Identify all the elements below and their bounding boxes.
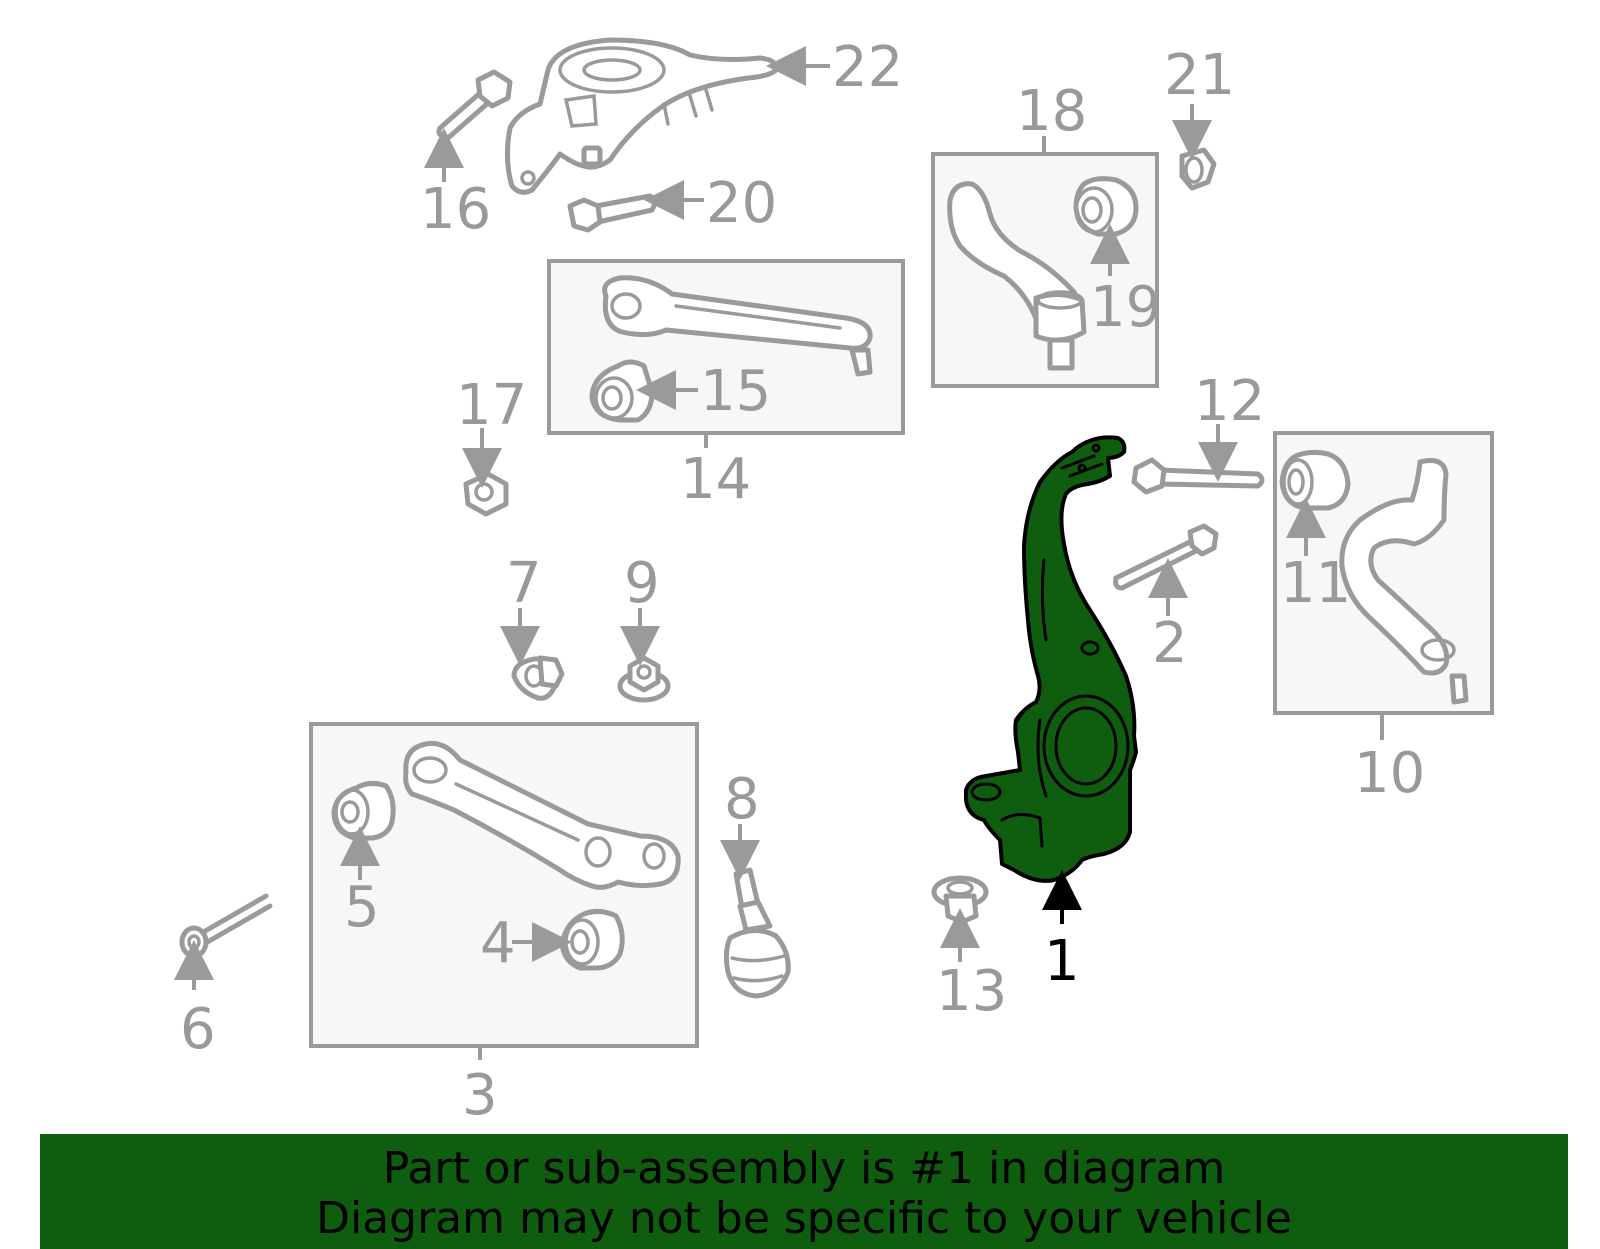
part-9-nut[interactable] [617,655,671,703]
callout-20: 20 [706,171,777,236]
part-8-ball-joint[interactable] [723,867,791,999]
part-3-arm[interactable] [403,740,681,890]
callout-19: 19 [1090,275,1161,340]
banner-line-1: Part or sub-assembly is #1 in diagram [382,1143,1226,1194]
callout-15: 15 [700,359,771,424]
callout-9: 9 [624,551,660,616]
callout-21: 21 [1164,43,1235,108]
part-6-bolt[interactable] [179,893,273,959]
callout-14: 14 [680,447,751,512]
callout-22: 22 [832,35,903,100]
callout-18: 18 [1016,79,1087,144]
part-16-bolt[interactable] [436,69,513,141]
part-20-bolt[interactable] [567,193,658,233]
part-11-bushing[interactable] [1279,449,1351,511]
part-1-knuckle[interactable] [964,435,1138,883]
callout-2: 2 [1152,611,1188,676]
info-banner: Part or sub-assembly is #1 in diagram Di… [40,1134,1568,1249]
part-21-nut[interactable] [1179,147,1217,191]
callout-labels: 22 16 20 15 14 17 18 19 21 12 2 11 10 7 … [180,35,1425,1128]
callout-12: 12 [1194,369,1265,434]
callout-11: 11 [1280,551,1351,616]
callout-4: 4 [480,911,516,976]
part-4-bushing[interactable] [559,908,625,971]
part-22-bracket[interactable] [504,37,779,195]
callout-5: 5 [344,875,380,940]
part-7-nut[interactable] [511,655,565,701]
banner-line-2: Diagram may not be specific to your vehi… [316,1193,1292,1244]
part-19-bushing[interactable] [1073,176,1139,237]
part-13-nut[interactable] [931,875,989,925]
callout-3: 3 [462,1063,498,1128]
callout-7: 7 [506,551,542,616]
callout-10: 10 [1354,741,1425,806]
part-2-bolt[interactable] [1113,523,1219,591]
callout-16: 16 [420,177,491,242]
callout-17: 17 [456,373,527,438]
part-14-arm[interactable] [602,275,873,377]
part-17-nut[interactable] [463,471,509,517]
callout-13: 13 [936,959,1007,1024]
part-5-bushing[interactable] [331,780,396,841]
callout-8: 8 [724,767,760,832]
callout-1: 1 [1044,929,1080,994]
part-18-arm[interactable] [947,181,1087,371]
leader-lines [174,46,1384,1060]
part-12-bolt[interactable] [1131,457,1265,495]
part-10-arm[interactable] [1339,458,1469,705]
callout-6: 6 [180,997,216,1062]
